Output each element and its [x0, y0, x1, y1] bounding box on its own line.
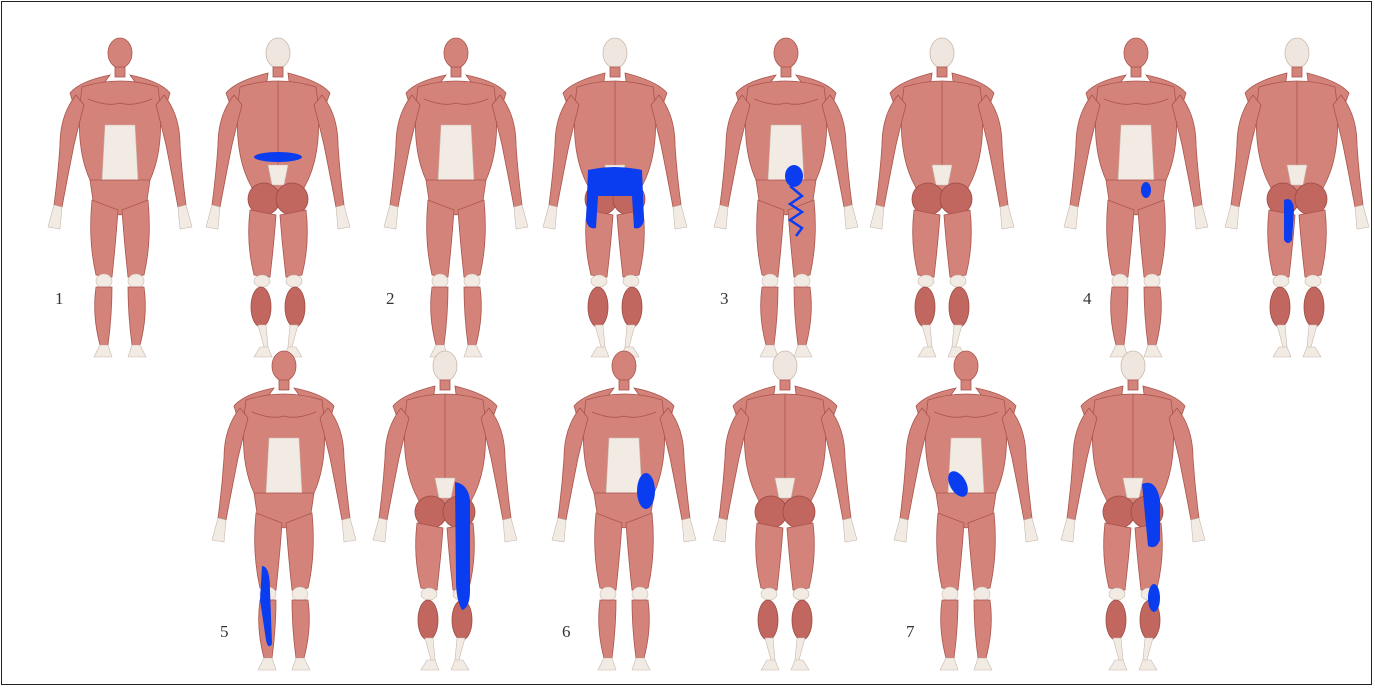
panel-3 [714, 38, 1014, 357]
body-back-figure [373, 351, 517, 670]
panel-1 [48, 38, 350, 357]
body-front-figure [48, 38, 192, 357]
pain-region-groin [1141, 182, 1151, 198]
panel-4 [1064, 38, 1369, 357]
pain-region-back-calf [1148, 584, 1160, 612]
body-back-figure [1061, 351, 1205, 670]
panel-7 [894, 351, 1205, 670]
body-front-figure [894, 351, 1038, 670]
pain-region-front-thigh [785, 165, 803, 187]
panel-6 [552, 351, 857, 670]
panel-label-5: 5 [220, 622, 229, 642]
panel-2 [384, 38, 687, 357]
body-front-figure [714, 38, 858, 357]
panel-label-1: 1 [55, 289, 64, 309]
body-front-figure [384, 38, 528, 357]
panel-5 [212, 351, 517, 670]
panel-label-6: 6 [562, 622, 571, 642]
panel-label-4: 4 [1083, 289, 1092, 309]
body-back-figure [713, 351, 857, 670]
panel-label-2: 2 [386, 289, 395, 309]
body-back-figure [543, 38, 687, 357]
body-front-figure [552, 351, 696, 670]
body-front-figure [1064, 38, 1208, 357]
body-back-figure [206, 38, 350, 357]
panel-label-3: 3 [720, 289, 729, 309]
body-back-figure [870, 38, 1014, 357]
pain-region-back-leg [455, 482, 470, 610]
panel-label-7: 7 [906, 622, 915, 642]
pain-region-lower-back [254, 152, 302, 162]
body-front-figure [212, 351, 356, 670]
body-back-figure [1225, 38, 1369, 357]
pain-region-outer-hip [637, 473, 655, 509]
